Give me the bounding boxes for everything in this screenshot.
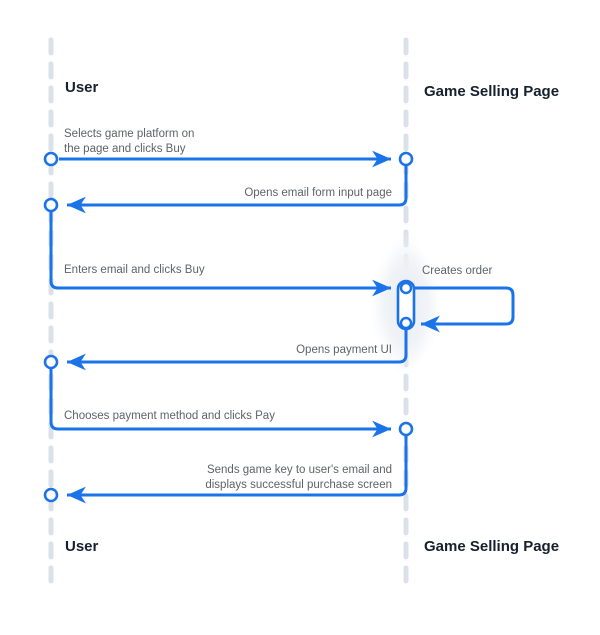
activation-node-top <box>399 281 413 295</box>
node-game-selling-page-1 <box>398 151 414 167</box>
message-3-arrow <box>49 212 391 297</box>
actor-label-game-selling-page-bottom: Game Selling Page <box>424 538 559 555</box>
message-4-label-line1: Creates order <box>422 265 492 277</box>
message-2-arrow <box>67 166 408 214</box>
message-6-label-line1: Chooses payment method and clicks Pay <box>64 410 275 422</box>
activation-node-bottom <box>399 316 413 330</box>
node-game-selling-page-2 <box>398 421 414 437</box>
actor-label-user-top: User <box>65 79 99 96</box>
message-6-chooses-payment-method: Chooses payment method and clicks Pay <box>49 369 391 438</box>
actor-label-user-bottom: User <box>65 538 99 555</box>
message-3-label-line1: Enters email and clicks Buy <box>64 264 205 276</box>
message-6-arrow <box>49 369 391 438</box>
node-user-4 <box>43 487 59 503</box>
message-3-enters-email: Enters email and clicks Buy <box>49 212 391 297</box>
message-1-selects-game-platform: Selects game platform on the page and cl… <box>59 128 391 168</box>
message-5-opens-payment-ui: Opens payment UI <box>67 330 408 371</box>
message-1-label-line2: the page and clicks Buy <box>64 143 186 155</box>
node-user-1 <box>43 151 59 167</box>
node-user-3 <box>43 354 59 370</box>
message-7-arrow <box>67 436 408 504</box>
message-2-opens-email-form: Opens email form input page <box>67 166 408 214</box>
message-5-label-line1: Opens payment UI <box>296 344 392 356</box>
message-2-label-line1: Opens email form input page <box>244 187 392 199</box>
message-7-label-line2: displays successful purchase screen <box>205 479 392 491</box>
message-7-sends-game-key: Sends game key to user's email and displ… <box>67 436 408 504</box>
message-1-label-line1: Selects game platform on <box>64 128 194 140</box>
node-user-2 <box>43 197 59 213</box>
actor-label-game-selling-page-top: Game Selling Page <box>424 83 559 100</box>
message-4-loop-arrow <box>415 286 515 333</box>
message-5-arrow <box>67 330 408 371</box>
message-4-creates-order: Creates order <box>396 265 515 333</box>
message-7-label-line1: Sends game key to user's email and <box>207 464 392 476</box>
